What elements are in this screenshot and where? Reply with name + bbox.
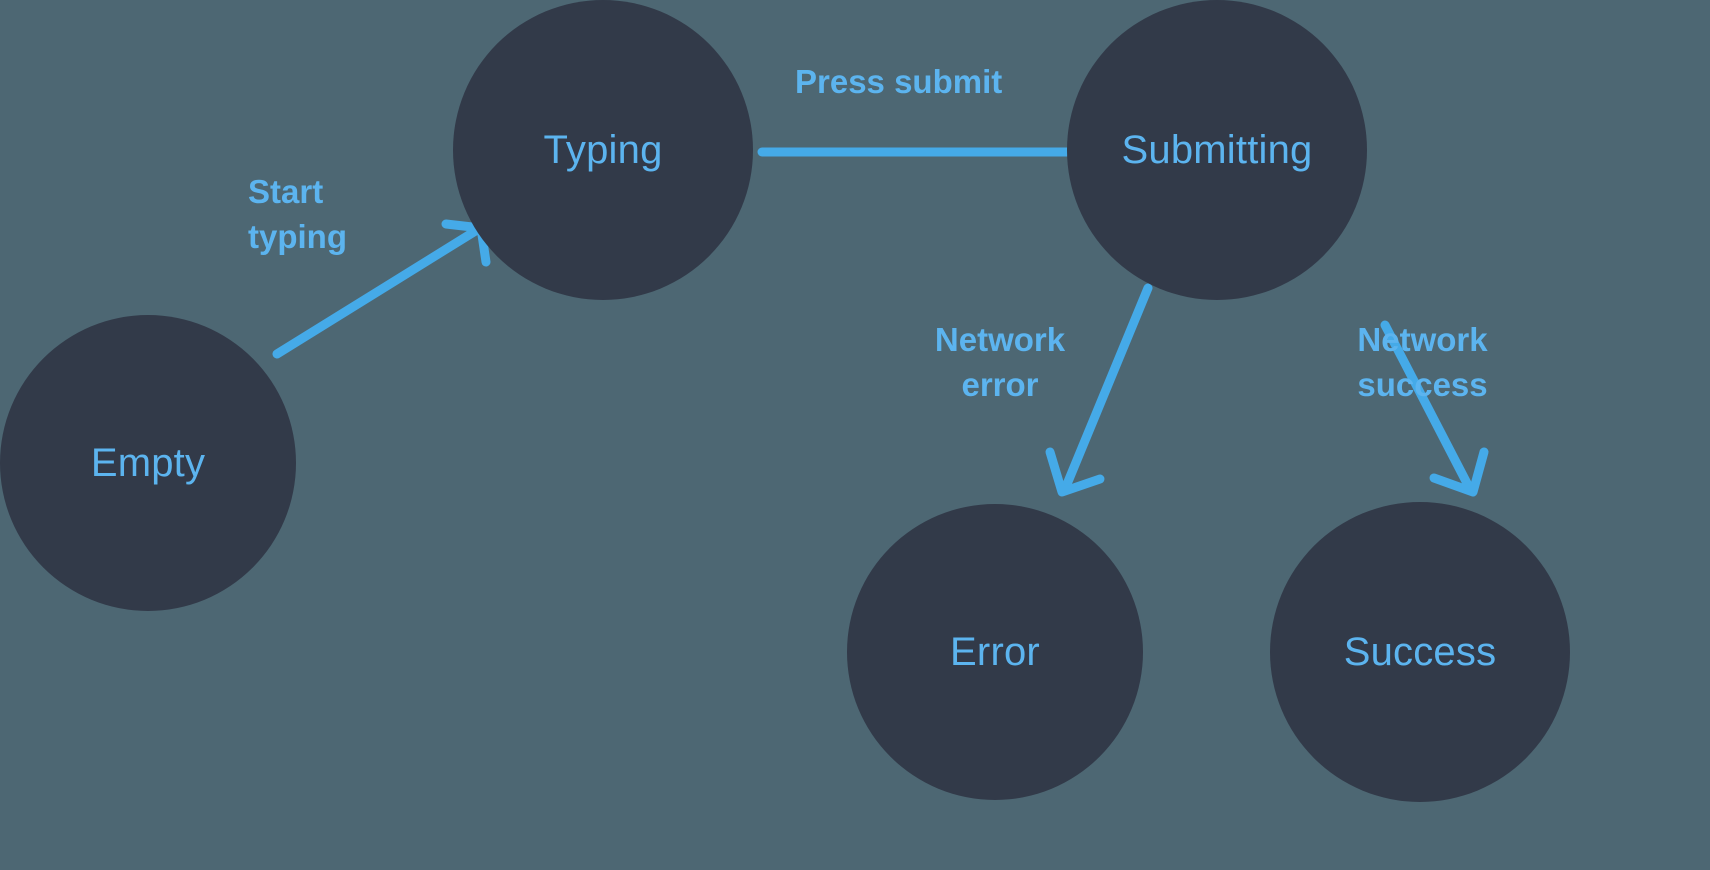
state-node-success[interactable]: Success: [1270, 502, 1570, 802]
state-node-label: Error: [950, 630, 1040, 674]
edge-label-network-success: Network success: [1357, 321, 1488, 403]
state-node-label: Success: [1343, 630, 1497, 674]
state-node-label: Submitting: [1121, 128, 1313, 172]
edge-network-success: [1380, 320, 1489, 497]
edge-network-error: [1045, 283, 1153, 497]
state-node-label: Empty: [90, 441, 206, 485]
state-node-label: Typing: [543, 128, 663, 172]
state-node-typing[interactable]: Typing: [453, 0, 753, 300]
edge-label-press-submit: Press submit: [795, 63, 1003, 100]
state-node-error[interactable]: Error: [847, 504, 1143, 800]
edge-label-network-error: Network error: [934, 321, 1066, 403]
state-node-submitting[interactable]: Submitting: [1067, 0, 1367, 300]
state-node-empty[interactable]: Empty: [0, 315, 296, 611]
edge-label-start-typing: Start typing: [248, 173, 347, 255]
